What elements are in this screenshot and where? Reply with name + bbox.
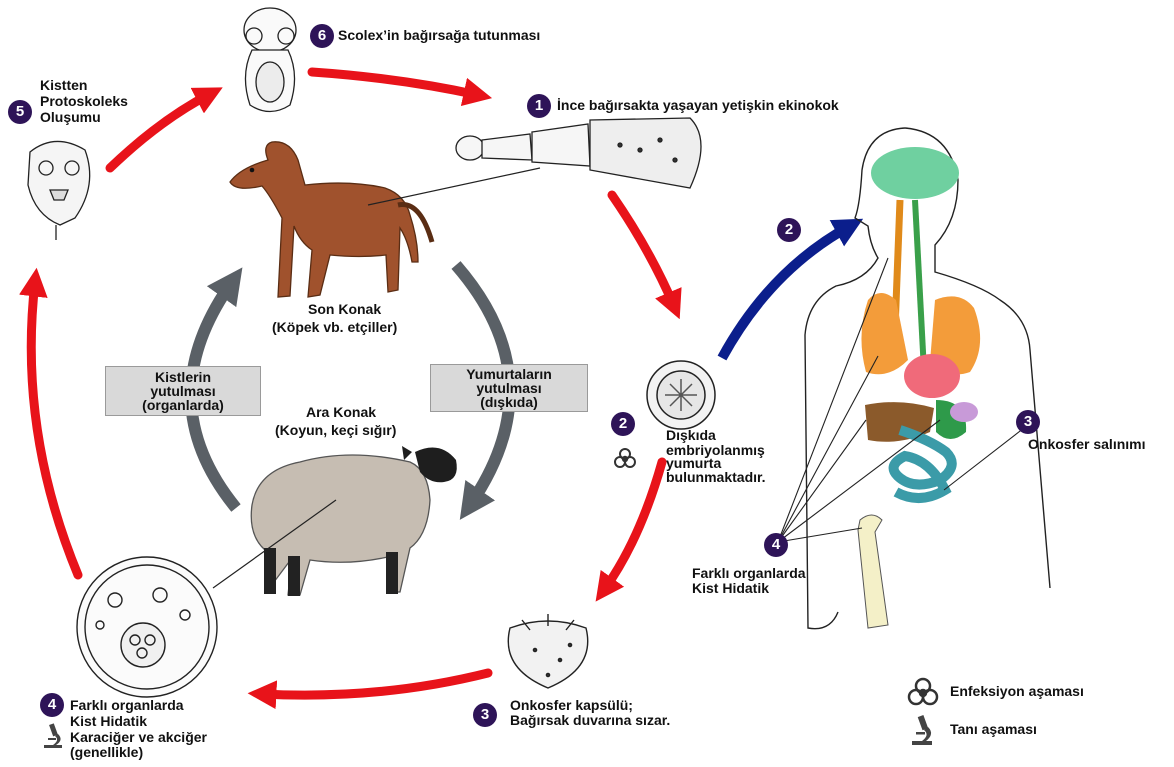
arrow-to-human [722,226,850,358]
legend-biohazard-icon [906,676,940,708]
human-kist-line2: Kist Hidatik [692,581,769,596]
human-stage-2-badge: 2 [777,218,801,242]
arrow-3-to-4 [262,673,488,695]
human-organs [858,147,980,628]
dog-pointer-line [368,168,540,205]
stage-4-badge: 4 [40,693,64,717]
stage-5-line3: Oluşumu [40,110,101,125]
stage-3-badge: 3 [473,703,497,727]
human-stage-4-badge: 4 [764,533,788,557]
stage-5-badge: 5 [8,100,32,124]
stage-4-line2: Kist Hidatik [70,714,147,729]
heart [904,354,960,398]
stage-1-badge: 1 [527,94,551,118]
cyst-ingestion-line1: Kistlerin [106,370,260,384]
stage-2-badge: 2 [611,412,635,436]
stage-5-line1: Kistten [40,78,87,93]
arrow-1-to-2 [612,195,674,306]
human-kist-line1: Farklı organlarda [692,566,806,581]
egg-ingestion-line2: yutulması [431,381,587,395]
legend-diagnostic-label: Tanı aşaması [950,722,1037,737]
stage-2-line4: bulunmaktadır. [666,470,766,485]
protoscolex-drawing [28,141,90,240]
oncosphere-drawing [508,614,587,688]
egg-ingestion-box: Yumurtaların yutulması (dışkıda) [430,364,588,412]
dog-drawing [230,142,432,297]
egg-ingestion-line1: Yumurtaların [431,367,587,381]
cyst-ingestion-line3: (organlarda) [106,398,260,412]
egg-drawing [647,361,715,429]
intermediate-host-line1: Ara Konak [306,405,376,420]
egg-ingestion-line3: (dışkıda) [431,395,587,409]
sheep-drawing [251,446,457,596]
legend-microscope-icon [908,714,936,746]
adult-worm-drawing [456,118,701,188]
arrow-2-to-3 [604,462,662,590]
stage-4-line1: Farklı organlarda [70,698,184,713]
arrow-6-to-1 [312,72,478,95]
stage-3-line2: Bağırsak duvarına sızar. [510,713,670,728]
human-stage-3-badge: 3 [1016,410,1040,434]
spleen [950,402,978,422]
lung-left [861,293,908,374]
stage-3-line1: Onkosfer kapsülü; [510,698,633,713]
stage-4-line4: (genellikle) [70,745,143,760]
femur [858,515,888,628]
definitive-host-line1: Son Konak [308,302,381,317]
cyst-ingestion-line2: yutulması [106,384,260,398]
stage-5-line2: Protoskoleks [40,94,128,109]
onkosfer-release-label: Onkosfer salınımı [1028,437,1145,452]
microscope-icon [40,722,66,750]
cyst-ingestion-box: Kistlerin yutulması (organlarda) [105,366,261,416]
stage-2-line1: Dışkıda [666,428,716,443]
legend-infective-label: Enfeksiyon aşaması [950,684,1084,699]
stage-1-label: İnce bağırsakta yaşayan yetişkin ekinoko… [557,98,839,113]
arrow-4-to-5 [31,282,78,575]
hydatid-cyst-drawing [77,557,217,697]
stage-4-line3: Karaciğer ve akciğer [70,730,207,745]
stage-6-badge: 6 [310,24,334,48]
stage-6-label: Scolex’in bağırsağa tutunması [338,28,540,43]
brain [871,147,959,199]
scolex-drawing [244,8,296,112]
definitive-host-line2: (Köpek vb. etçiller) [272,320,397,335]
biohazard-icon [612,445,638,471]
intermediate-host-line2: (Koyun, keçi sığır) [275,423,396,438]
